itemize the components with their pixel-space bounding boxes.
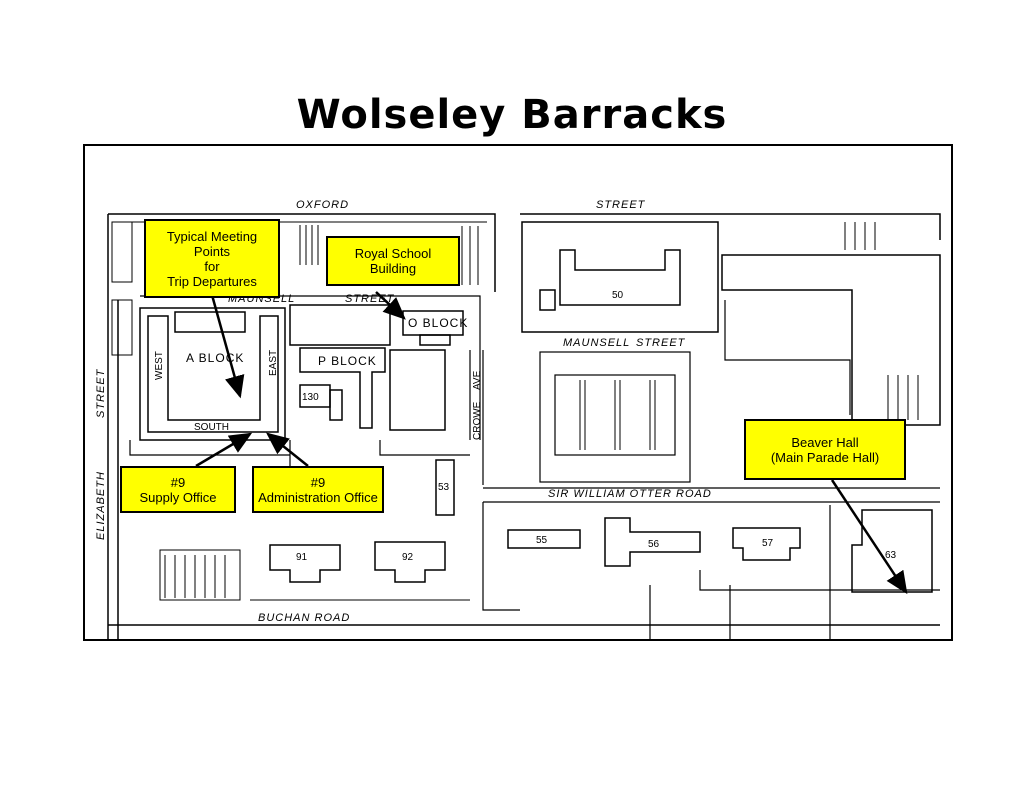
west-label: WEST xyxy=(154,351,165,380)
maunsell-label: MAUNSELL xyxy=(563,337,630,349)
street-left-label: STREET xyxy=(95,368,107,418)
crowe-label: CROWE xyxy=(472,401,483,440)
building-53-label: 53 xyxy=(438,482,450,493)
meeting-arrow xyxy=(210,294,245,399)
admin-arrow xyxy=(266,432,309,467)
sir-william-label: SIR WILLIAM OTTER ROAD xyxy=(548,488,712,500)
building-57-label: 57 xyxy=(762,538,774,549)
building-92-label: 92 xyxy=(402,552,414,563)
royal-arrow xyxy=(375,291,406,320)
meeting-points-callout: Typical Meeting Points for Trip Departur… xyxy=(144,219,280,298)
building-91-label: 91 xyxy=(296,552,308,563)
oxford-street-edge xyxy=(108,213,941,292)
beaver-arrow xyxy=(830,479,908,595)
building-56-label: 56 xyxy=(648,539,660,550)
o-block xyxy=(389,310,464,431)
parking-left xyxy=(159,549,241,601)
elizabeth-label: ELIZABETH xyxy=(95,471,107,540)
building-130-label: 130 xyxy=(302,392,319,403)
building-57 xyxy=(732,527,801,561)
building-63 xyxy=(851,509,933,593)
building-92 xyxy=(374,541,446,583)
admin-office-callout: #9 Administration Office xyxy=(252,466,384,513)
building-53 xyxy=(435,459,455,516)
street-top-label: STREET xyxy=(596,199,646,211)
elizabeth-street-edge xyxy=(107,214,119,640)
p-block-label: P BLOCK xyxy=(318,354,377,368)
p-block xyxy=(289,304,391,429)
beaver-hall-callout: Beaver Hall (Main Parade Hall) xyxy=(744,419,906,480)
oxford-label: OXFORD xyxy=(296,199,349,211)
page-title: Wolseley Barracks xyxy=(296,92,728,138)
building-63-label: 63 xyxy=(885,550,897,561)
buchan-label: BUCHAN ROAD xyxy=(258,612,350,624)
building-55-label: 55 xyxy=(536,535,548,546)
building-91 xyxy=(269,544,341,583)
building-56 xyxy=(604,517,701,567)
street-m-label: STREET xyxy=(636,337,686,349)
royal-school-callout: Royal School Building xyxy=(326,236,460,286)
supply-arrow xyxy=(195,432,253,468)
building-50 xyxy=(521,221,719,333)
ave-label: AVE xyxy=(472,370,483,390)
supply-office-callout: #9 Supply Office xyxy=(120,466,236,513)
parking-top xyxy=(299,222,876,285)
a-block-label: A BLOCK xyxy=(186,351,244,365)
south-label: SOUTH xyxy=(194,422,229,433)
building-55 xyxy=(507,529,581,549)
o-block-label: O BLOCK xyxy=(408,316,468,330)
parking-central xyxy=(539,351,691,483)
building-50-label: 50 xyxy=(612,290,624,301)
east-label: EAST xyxy=(268,350,279,376)
